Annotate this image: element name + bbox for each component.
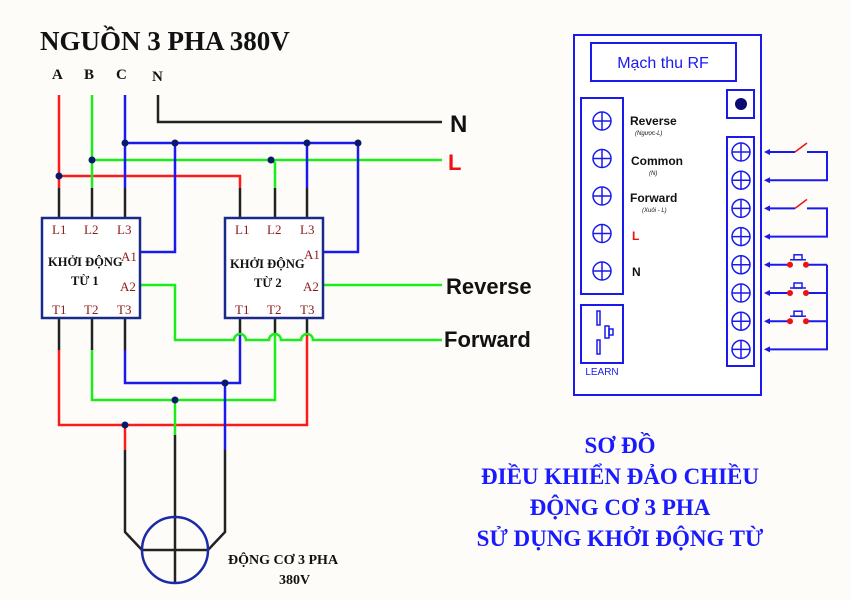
screw-terminal-icon [592, 223, 612, 244]
push-button[interactable] [768, 310, 827, 325]
c2-t2: T2 [267, 302, 281, 317]
caption-line-1: SƠ ĐỒ [584, 433, 656, 458]
learn-button[interactable] [580, 304, 624, 364]
input-arrow-icon [764, 233, 770, 240]
c1-l3: L3 [117, 222, 131, 237]
output-green-wire [90, 335, 277, 402]
diagram-title: NGUỒN 3 PHA 380V [40, 25, 290, 56]
c2-name-line1: KHỞI ĐỘNG [230, 257, 305, 271]
terminal-l-label: L [632, 229, 639, 243]
rf-module-title: Mạch thu RF [617, 55, 709, 72]
c1-a2: A2 [120, 279, 136, 294]
input-arrow-icon [764, 346, 770, 353]
contactor-1: L1 L2 L3 A1 A2 T1 T2 T3 KHỞI ĐỘNG TỪ 1 [40, 216, 142, 320]
neutral-wire [156, 95, 442, 124]
c1-l2: L2 [84, 222, 98, 237]
input-arrow-icon [764, 149, 770, 155]
push-button[interactable] [768, 254, 827, 268]
c2-l1: L1 [235, 222, 249, 237]
status-led-icon [735, 98, 747, 110]
learn-switch-icon [596, 310, 614, 355]
phase-c-label: C [116, 67, 127, 83]
l-line-label: L [448, 150, 461, 175]
output-red-wire [57, 335, 309, 427]
terminal-forward-label: Forward [630, 191, 677, 205]
screw-terminal-icon [731, 170, 751, 190]
phase-a-label: A [52, 67, 63, 83]
rf-receiver-module: Mạch thu RF Reverse (Ngược-L) Common (N)… [573, 34, 762, 396]
c2-a1: A1 [304, 247, 320, 262]
caption-line-3: ĐỘNG CƠ 3 PHA [529, 495, 711, 520]
c1-t1: T1 [52, 302, 66, 317]
screw-terminal-icon [731, 142, 751, 162]
input-arrow-icon [764, 290, 770, 296]
motor-label-line2: 380V [279, 573, 310, 588]
screw-terminal-icon [731, 311, 751, 331]
c2-name-line2: TỪ 2 [254, 276, 282, 290]
phase-b-branch-wire [270, 159, 277, 188]
junction-dots [55, 139, 362, 429]
motor-lead-3 [207, 450, 227, 551]
motor-symbol [140, 515, 210, 585]
c1-name-line1: KHỞI ĐỘNG [48, 255, 123, 269]
c1-t3: T3 [117, 302, 131, 317]
contactor-2: L1 L2 L3 A1 A2 T1 T2 T3 KHỞI ĐỘNG TỪ 2 [223, 216, 325, 320]
input-arrow-icon [764, 177, 770, 184]
terminal-common-label: Common [631, 154, 683, 168]
input-arrow-icon [764, 318, 770, 325]
screw-terminal-icon [731, 198, 751, 219]
terminal-reverse-label: Reverse [630, 114, 677, 128]
forward-label: Forward [444, 327, 531, 352]
c2-l3: L3 [300, 222, 314, 237]
toggle-switch[interactable] [768, 142, 828, 182]
phase-n-label: N [152, 69, 163, 85]
screw-terminal-icon [731, 339, 751, 360]
right-terminal-block [726, 136, 755, 367]
caption-line-2: ĐIỀU KHIỂN ĐẢO CHIỀU [481, 464, 759, 489]
input-arrow-icon [764, 205, 770, 212]
phase-b-label: B [84, 67, 94, 83]
screw-terminal-icon [731, 283, 751, 303]
learn-label: LEARN [585, 367, 618, 378]
phase-a-branch-wire [59, 174, 242, 188]
led-housing [726, 89, 755, 119]
motor-lead-1 [123, 450, 143, 551]
output-blue-wire [123, 335, 242, 385]
screw-terminal-icon [592, 111, 612, 131]
input-arrow-icon [764, 261, 770, 268]
screw-terminal-icon [731, 255, 751, 275]
c2-l2: L2 [267, 222, 281, 237]
forward-wire [140, 283, 442, 342]
screw-terminal-icon [731, 226, 751, 247]
terminal-common-sub: (N) [649, 171, 657, 177]
c2-t1: T1 [235, 302, 249, 317]
screw-terminal-icon [592, 186, 612, 206]
caption-line-4: SỬ DỤNG KHỞI ĐỘNG TỪ [476, 526, 764, 551]
terminal-forward-sub: (Xuôi - L) [642, 208, 667, 214]
c1-l1: L1 [52, 222, 66, 237]
input-switches [764, 142, 828, 353]
c2-a2: A2 [303, 279, 319, 294]
push-button[interactable] [768, 282, 827, 296]
a1-coil2-wire [323, 143, 360, 254]
screw-terminal-icon [592, 148, 612, 169]
reverse-label: Reverse [446, 274, 532, 299]
c1-t2: T2 [84, 302, 98, 317]
screw-terminal-icon [592, 261, 612, 281]
motor-label-line1: ĐỘNG CƠ 3 PHA [228, 551, 339, 568]
terminal-n-label: N [632, 265, 641, 279]
left-terminal-block [580, 97, 624, 295]
c1-a1: A1 [121, 249, 137, 264]
n-line-label: N [450, 111, 467, 138]
a1-coil1-wire [140, 143, 177, 254]
toggle-switch[interactable] [768, 198, 828, 238]
terminal-reverse-sub: (Ngược-L) [635, 131, 662, 137]
diagram-caption: SƠ ĐỒ ĐIỀU KHIỂN ĐẢO CHIỀU ĐỘNG CƠ 3 PHA… [430, 430, 810, 554]
common-return-wire [768, 264, 828, 351]
c2-t3: T3 [300, 302, 314, 317]
c1-name-line2: TỪ 1 [71, 274, 99, 288]
